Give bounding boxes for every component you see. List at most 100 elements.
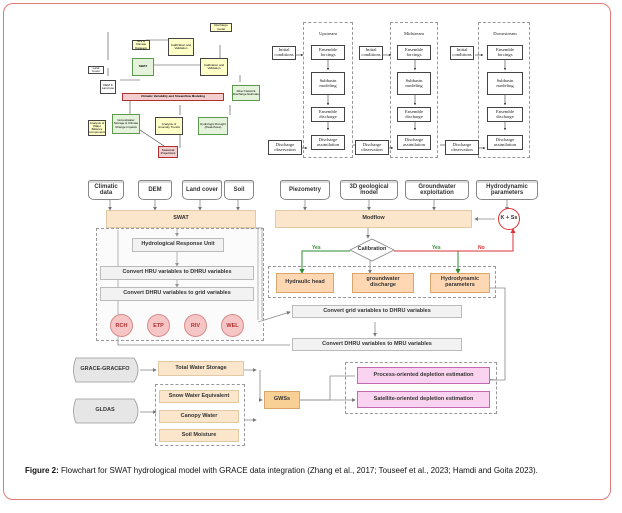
midstream-forcings-label: Ensemble forcings — [404, 46, 424, 57]
downstream-discharge: Ensemble discharge — [487, 107, 523, 122]
convert-hru-label: Convert HRU variables to DHRU variables — [122, 269, 232, 276]
upstream-initial: Initial conditions — [272, 46, 296, 60]
upstream-title-label: Upstream — [319, 31, 337, 37]
groundwater-discharge-label: groundwater discharge — [366, 276, 400, 288]
upstream-initial-label: Initial conditions — [274, 47, 294, 57]
circle-rch-label: RCH — [115, 322, 128, 329]
midstream-discharge-label: Ensemble discharge — [404, 108, 424, 119]
hydrodynamic-params-label: Hydrodynamic parameters — [440, 276, 480, 288]
hydraulic-head-box: Hydraulic head — [276, 273, 334, 293]
downstream-assimilation: Discharge assimilation — [487, 135, 523, 150]
upstream-forcings-label: Ensemble forcings — [318, 46, 338, 57]
downstream-discharge-label: Ensemble discharge — [495, 108, 515, 119]
downstream-assimilation-label: Discharge assimilation — [493, 136, 517, 147]
calibration-label: Calibration and Validation — [170, 42, 192, 50]
anomaly-box: Analysis of Anomaly Trends — [155, 117, 183, 135]
gldas-label: GLDAS — [95, 407, 115, 414]
midstream-title: Midstream — [398, 31, 430, 38]
upstream-discharge: Ensemble discharge — [311, 107, 345, 122]
upstream-subbasin: Subbasin modeling — [311, 72, 345, 95]
downstream-title: Downstream — [487, 31, 523, 38]
water-balance-label: Analysis of Water Balance Components — [88, 120, 106, 135]
downstream-title-label: Downstream — [493, 31, 517, 37]
midstream-observation: Discharge observation — [355, 140, 389, 155]
swe-box: Snow Water Equivalent — [159, 390, 239, 403]
input-hydrodynamic: Hydrodynamic parameters — [476, 180, 538, 200]
midstream-title-label: Midstream — [404, 31, 424, 37]
calibration-2-label: Calibration and Validation — [203, 62, 225, 70]
ks-label: K + Ss — [500, 215, 518, 222]
upstream-forcings: Ensemble forcings — [311, 45, 345, 60]
yes-label-right: Yes — [432, 245, 441, 251]
convert-hru-box: Convert HRU variables to DHRU variables — [100, 266, 254, 280]
input-groundwater-exploitation-label: Groundwater exploitation — [418, 183, 456, 196]
drought-box: Hydrologic Drought (Peak-flows) — [198, 117, 228, 135]
upstream-subbasin-label: Subbasin modeling — [319, 77, 337, 88]
swat-box: SWAT — [106, 210, 256, 228]
swat-label: SWAT — [173, 215, 189, 222]
input-climatic: Climatic data — [88, 180, 124, 200]
groundwater-discharge-box: groundwater discharge — [352, 273, 414, 293]
upstream-observation-label: Discharge observation — [274, 141, 296, 152]
figure-caption: Figure 2: Flowchart for SWAT hydrologica… — [25, 466, 595, 476]
caption-label: Figure 2: — [25, 466, 59, 475]
anomaly-label: Analysis of Anomaly Trends — [158, 121, 180, 129]
gldas-box: GLDAS — [74, 402, 136, 420]
yes-label-left: Yes — [312, 245, 321, 251]
caption-text: Flowchart for SWAT hydrological model wi… — [61, 466, 538, 475]
river-network-box: River Network Discharge Estimate — [232, 85, 260, 101]
tws-label: Total Water Storage — [175, 364, 227, 371]
dem-mini-label: DEM & Land use — [101, 82, 115, 90]
midstream-observation-label: Discharge observation — [361, 141, 383, 152]
input-geological-label: 3D geological model — [349, 183, 389, 196]
downstream-subbasin: Subbasin modeling — [487, 72, 523, 95]
upstream-discharge-label: Ensemble discharge — [318, 108, 338, 119]
process-depletion-label: Process-oriented depletion estimation — [373, 371, 474, 378]
gws-label: GWSs — [273, 396, 291, 403]
land-cover-mini-label: Land Cover — [91, 65, 100, 73]
calibration-2-box: Calibration and Validation — [200, 58, 228, 76]
upstream-assimilation: Discharge assimilation — [311, 135, 345, 150]
soil-moisture-label: Soil Moisture — [181, 431, 217, 438]
downstream-observation-label: Discharge observation — [451, 141, 473, 152]
gis-datasets-box: GIS & Climate Datasets — [132, 40, 150, 50]
circle-wel: WEL — [221, 314, 244, 337]
climatic-band-label: Climatic Variability and Streamflow Mode… — [141, 94, 205, 99]
downstream-observation: Discharge observation — [445, 140, 479, 155]
midstream-initial: Initial conditions — [359, 46, 383, 60]
downstream-dashed-region — [478, 22, 530, 158]
groundwater-storage-label: Groundwater Storage & Climate Change Imp… — [113, 118, 139, 129]
convert-dhru-mru-label: Convert DHRU variables to MRU variables — [322, 340, 432, 347]
river-network-label: River Network Discharge Estimate — [233, 88, 260, 96]
climatic-band: Climatic Variability and Streamflow Mode… — [122, 93, 224, 101]
convert-grid-dhru-label: Convert grid variables to DHRU variables — [323, 307, 431, 314]
midstream-subbasin: Subbasin modeling — [397, 72, 431, 95]
depletion-group — [345, 362, 497, 414]
swe-label: Snow Water Equivalent — [168, 392, 230, 399]
discharge-model-label: Discharge model — [214, 23, 228, 31]
input-soil: Soil — [224, 180, 254, 200]
input-dem-label: DEM — [148, 186, 162, 193]
calibration-label: Calibration — [357, 246, 387, 253]
process-depletion-box: Process-oriented depletion estimation — [357, 367, 490, 384]
gldas-components-group — [155, 384, 245, 446]
calibration-box: Calibration and Validation — [168, 38, 194, 56]
circle-riv-label: RIV — [190, 322, 201, 329]
canopy-box: Canopy Water — [159, 410, 239, 423]
ks-node: K + Ss — [498, 208, 520, 230]
midstream-assimilation: Discharge assimilation — [397, 135, 431, 150]
circle-rch: RCH — [110, 314, 133, 337]
upstream-title: Upstream — [313, 31, 343, 38]
midstream-subbasin-label: Subbasin modeling — [405, 77, 423, 88]
tws-box: Total Water Storage — [158, 361, 244, 376]
seasonal-label: Seasonal Projections — [160, 147, 176, 155]
swat-mini-box: SWAT — [132, 58, 154, 76]
soil-moisture-box: Soil Moisture — [159, 429, 239, 442]
gis-datasets-label: GIS & Climate Datasets — [135, 39, 147, 50]
midstream-discharge: Ensemble discharge — [397, 107, 431, 122]
grace-box: GRACE-GRACEFO — [74, 361, 136, 379]
land-cover-mini-box: Land Cover — [88, 66, 104, 74]
swat-mini-label: SWAT — [138, 64, 148, 69]
hru-box: Hydrological Response Unit — [132, 238, 224, 252]
